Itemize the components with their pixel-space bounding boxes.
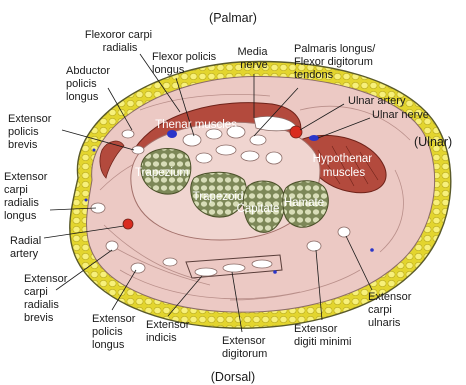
label-flexor-carpi-radialis: Flexoror carpi radialis: [85, 29, 155, 54]
label-hamate: Hamate: [284, 197, 324, 209]
label-extensor-policis-longus: Extensor policis longus: [92, 313, 138, 351]
label-trapezoid: Trapezoid: [193, 191, 244, 203]
ulnar-label: (Ulnar): [414, 135, 452, 149]
label-ulnar-nerve: Ulnar nerve: [372, 109, 429, 121]
label-extensor-carpi-ulnaris: Extensor carpi ulnaris: [368, 291, 414, 329]
label-extensor-digitorum: Extensor digitorum: [222, 335, 268, 360]
label-ulnar-artery: Ulnar artery: [348, 95, 406, 107]
radial-artery: [123, 219, 133, 229]
label-capitate: Capitate: [237, 203, 280, 215]
median-nerve-dot: [167, 130, 177, 138]
label-extensor-indicis: Extensor indicis: [146, 319, 192, 344]
label-extensor-carpi-radialis-brevis: Extensor carpi radialis brevis: [24, 273, 70, 324]
label-extensor-policis-brevis: Extensor policis brevis: [8, 113, 54, 151]
label-median-nerve: Media nerve: [237, 46, 270, 71]
label-extensor-carpi-radialis-longus: Extensor carpi radialis longus: [4, 171, 50, 222]
dorsal-label: (Dorsal): [211, 370, 255, 384]
label-radial-artery: Radial artery: [10, 235, 44, 260]
label-thenar-muscles: Thenar muscles: [155, 119, 237, 131]
label-trapezium: Trapezium: [135, 167, 189, 179]
label-extensor-digiti-minimi: Extensor digiti minimi: [294, 323, 351, 348]
palmar-label: (Palmar): [209, 11, 257, 25]
label-abductor-policis-longus: Abductor policis longus: [66, 65, 113, 103]
ulnar-nerve-dot: [309, 135, 319, 141]
ulnar-artery: [290, 126, 302, 138]
